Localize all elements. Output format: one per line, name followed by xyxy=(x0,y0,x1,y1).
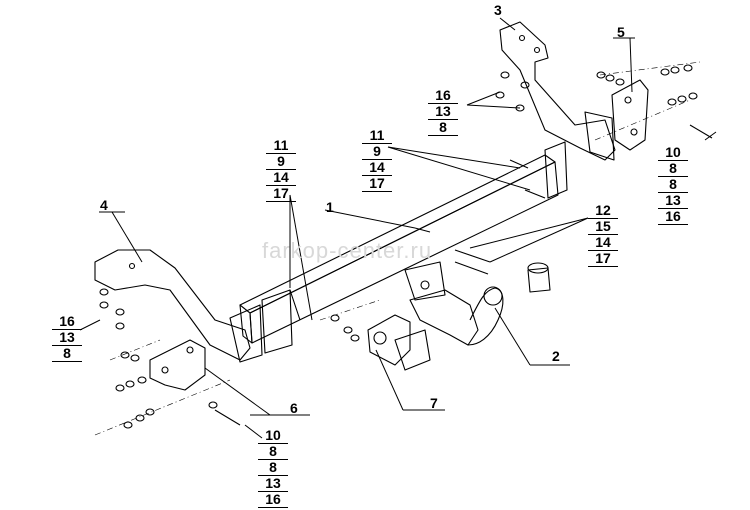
stack-item: 8 xyxy=(658,177,688,193)
stack-item: 13 xyxy=(52,330,82,346)
callout-7: 7 xyxy=(430,395,438,411)
stack-item: 13 xyxy=(658,193,688,209)
stack-item: 9 xyxy=(362,144,392,160)
stack-item: 14 xyxy=(362,160,392,176)
stack-item: 11 xyxy=(362,128,392,144)
callout-2: 2 xyxy=(552,348,560,364)
stack-item: 16 xyxy=(52,314,82,330)
callout-5: 5 xyxy=(617,24,625,40)
watermark: farkop-center.ru xyxy=(262,238,433,263)
stack-bottom-10: 10 8 8 13 16 xyxy=(258,428,288,508)
callout-4: 4 xyxy=(100,197,108,213)
fasteners xyxy=(99,64,713,429)
stack-top-left-16: 16 13 8 xyxy=(428,88,458,136)
stack-item: 13 xyxy=(258,476,288,492)
left-side-plate xyxy=(149,339,206,391)
left-bracket xyxy=(94,249,263,363)
stack-left-16: 16 13 8 xyxy=(52,314,82,362)
stack-mid-left-11: 11 9 14 17 xyxy=(266,138,296,202)
stack-item: 8 xyxy=(428,120,458,136)
stack-item: 8 xyxy=(258,460,288,476)
center-lines xyxy=(94,61,701,436)
stack-item: 8 xyxy=(52,346,82,362)
right-side-plate xyxy=(611,79,649,151)
stack-item: 17 xyxy=(362,176,392,192)
stack-item: 8 xyxy=(258,444,288,460)
callout-1: 1 xyxy=(326,199,334,215)
stack-item: 16 xyxy=(658,209,688,225)
stack-item: 13 xyxy=(428,104,458,120)
stack-far-right-10: 10 8 8 13 16 xyxy=(658,145,688,225)
stack-item: 17 xyxy=(588,251,618,267)
stack-item: 10 xyxy=(258,428,288,444)
tow-ball-mount xyxy=(409,262,551,346)
stack-item: 16 xyxy=(428,88,458,104)
stack-item: 14 xyxy=(266,170,296,186)
stack-item: 9 xyxy=(266,154,296,170)
leader-lines xyxy=(79,17,717,439)
callout-6: 6 xyxy=(290,400,298,416)
stack-item: 14 xyxy=(588,235,618,251)
right-bracket xyxy=(499,21,616,161)
stack-item: 8 xyxy=(658,161,688,177)
stack-item: 15 xyxy=(588,219,618,235)
stack-item: 12 xyxy=(588,203,618,219)
stack-item: 17 xyxy=(266,186,296,202)
stack-item: 11 xyxy=(266,138,296,154)
stack-center-11: 11 9 14 17 xyxy=(362,128,392,192)
stack-item: 16 xyxy=(258,492,288,508)
callout-3: 3 xyxy=(494,2,502,18)
mounting-lug xyxy=(404,261,446,301)
electrical-socket xyxy=(367,314,431,371)
stack-item: 10 xyxy=(658,145,688,161)
stack-right-12: 12 15 14 17 xyxy=(588,203,618,267)
